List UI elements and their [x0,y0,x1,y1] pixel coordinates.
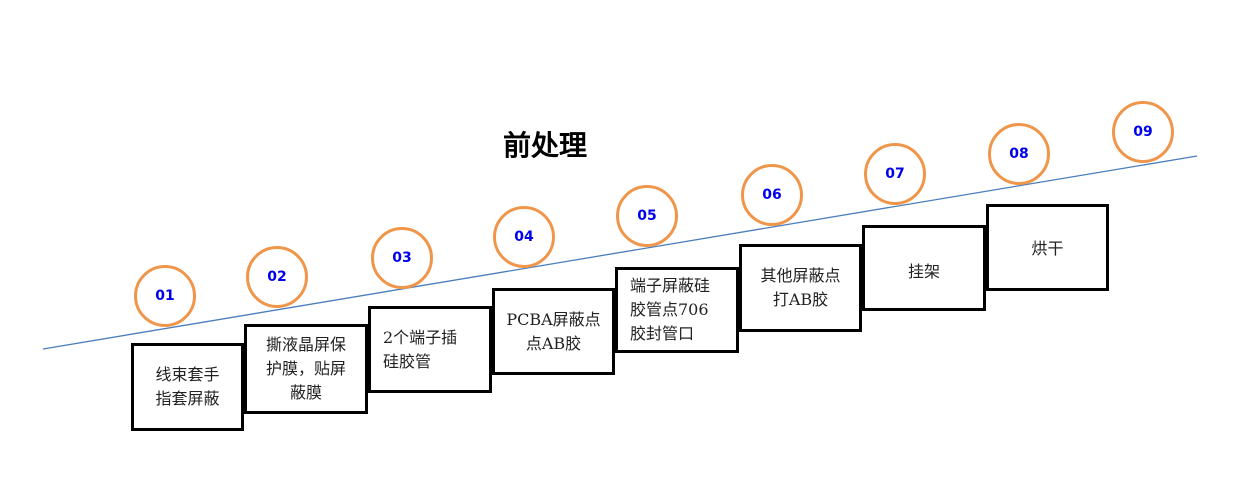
step-number: 06 [762,187,782,203]
step-number: 08 [1009,146,1029,162]
step-box-02: 撕液晶屏保 护膜，贴屏 蔽膜 [244,324,368,414]
step-number: 01 [155,288,175,304]
step-label: 撕液晶屏保 护膜，贴屏 蔽膜 [265,335,346,402]
step-number-circle-01: 01 [134,265,196,327]
step-box-04: PCBA屏蔽点 点AB胶 [492,288,615,375]
step-number: 02 [267,269,287,285]
step-number: 05 [637,208,657,224]
trend-line [42,155,1198,350]
step-box-06: 其他屏蔽点 打AB胶 [739,244,862,332]
step-number-circle-03: 03 [371,227,433,289]
step-label: PCBA屏蔽点 点AB胶 [506,309,601,353]
step-number-circle-05: 05 [616,185,678,247]
step-label: 烘干 [1031,239,1064,258]
step-number-circle-09: 09 [1112,101,1174,163]
diagram-title: 前处理 [502,129,587,162]
step-number-circle-04: 04 [493,206,555,268]
step-label: 其他屏蔽点 打AB胶 [760,266,841,309]
step-label: 挂架 [907,262,940,281]
step-number-circle-06: 06 [741,164,803,226]
step-box-07: 挂架 [862,225,986,311]
step-number-circle-07: 07 [864,143,926,205]
step-number: 09 [1133,124,1153,140]
step-box-08: 烘干 [986,204,1109,291]
step-box-01: 线束套手 指套屏蔽 [131,343,244,431]
step-number: 03 [392,250,412,266]
step-number-circle-08: 08 [988,123,1050,185]
step-number: 07 [885,166,905,182]
step-label: 2个端子插 硅胶管 [383,327,458,371]
step-label: 端子屏蔽硅 胶管点706 胶封管口 [630,276,711,343]
step-box-03: 2个端子插 硅胶管 [368,306,492,393]
step-label: 线束套手 指套屏蔽 [155,365,220,408]
step-number-circle-02: 02 [246,246,308,308]
step-number: 04 [514,229,534,245]
step-box-05: 端子屏蔽硅 胶管点706 胶封管口 [615,267,739,353]
